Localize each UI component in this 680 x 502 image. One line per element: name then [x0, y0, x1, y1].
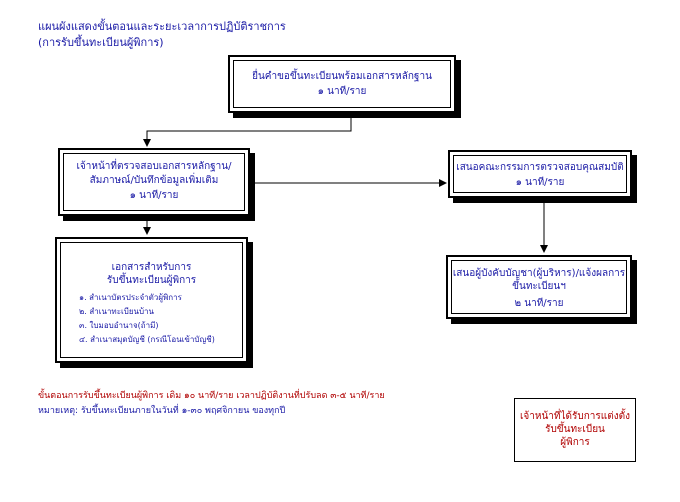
- documents-box: เอกสารสำหรับการ รับขึ้นทะเบียนผู้พิการ ๑…: [55, 237, 248, 363]
- diagram-title: แผนผังแสดงขั้นตอนและระยะเวลาการปฏิบัติรา…: [38, 20, 286, 33]
- step-submit-time: ๑ นาที/ราย: [317, 86, 367, 97]
- responsible-line-1: เจ้าหน้าที่ได้รับการแต่งตั้ง: [519, 411, 630, 422]
- documents-item: ๓. ใบมอบอำนาจ(ถ้ามี): [79, 321, 159, 330]
- documents-title-1: เอกสารสำหรับการ: [111, 262, 192, 273]
- diagram-subtitle: (การรับขึ้นทะเบียนผู้พิการ): [38, 36, 164, 49]
- responsible-line-3: ผู้พิการ: [560, 437, 590, 448]
- step-committee-box: เสนอคณะกรรมการตรวจสอบคุณสมบัติ ๑ นาที/รา…: [448, 150, 632, 198]
- responsible-line-2: รับขึ้นทะเบียน: [545, 424, 605, 435]
- step-committee-time: ๑ นาที/ราย: [515, 177, 565, 188]
- step-submit-box: ยื่นคำขอขึ้นทะเบียนพร้อมเอกสารหลักฐาน ๑ …: [228, 55, 456, 113]
- remark-note: หมายเหตุ: รับขึ้นทะเบียนภายในวันที่ ๑-๓๐…: [38, 406, 286, 416]
- step-verify-time: ๑ นาที/ราย: [129, 190, 179, 201]
- step-approve-label-1: เสนอผู้บังคับบัญชา(ผู้บริหาร)/แจ้งผลการ: [452, 268, 626, 279]
- documents-item: ๑. สำเนาบัตรประจำตัวผู้พิการ: [79, 293, 182, 302]
- connector-submit-to-verify: [143, 118, 352, 147]
- step-committee-label: เสนอคณะกรรมการตรวจสอบคุณสมบัติ: [456, 162, 624, 173]
- responsible-officer-box: เจ้าหน้าที่ได้รับการแต่งตั้ง รับขึ้นทะเบ…: [514, 398, 636, 462]
- documents-item: ๔. สำเนาสมุดบัญชี (กรณีโอนเข้าบัญชี): [79, 335, 215, 344]
- step-submit-label: ยื่นคำขอขึ้นทะเบียนพร้อมเอกสารหลักฐาน: [252, 71, 432, 82]
- documents-title-2: รับขึ้นทะเบียนผู้พิการ: [106, 275, 197, 286]
- step-approve-time: ๒ นาที/ราย: [514, 298, 564, 309]
- step-verify-label-2: สัมภาษณ์/บันทึกข้อมูลเพิ่มเติม: [89, 175, 219, 186]
- step-approve-box: เสนอผู้บังคับบัญชา(ผู้บริหาร)/แจ้งผลการ …: [446, 255, 632, 319]
- step-verify-box: เจ้าหน้าที่ตรวจสอบเอกสารหลักฐาน/ สัมภาษณ…: [58, 148, 250, 216]
- step-approve-label-2: ขึ้นทะเบียนฯ: [512, 281, 566, 292]
- step-verify-label-1: เจ้าหน้าที่ตรวจสอบเอกสารหลักฐาน/: [76, 161, 232, 172]
- documents-item: ๒. สำเนาทะเบียนบ้าน: [79, 307, 155, 316]
- time-note: ขั้นตอนการรับขึ้นทะเบียนผู้พิการ เดิม ๑๐…: [38, 391, 385, 401]
